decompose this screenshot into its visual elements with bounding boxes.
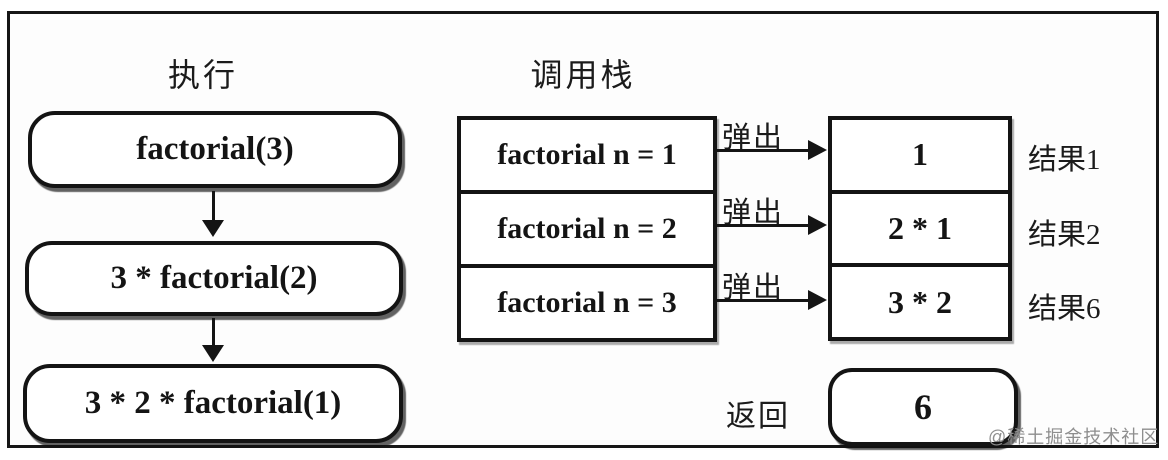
down-arrow-icon [202, 220, 224, 237]
pop-label-1: 弹出 [722, 122, 785, 154]
down-arrow-shaft-2 [212, 318, 215, 347]
right-arrow-icon [808, 290, 827, 310]
pop-arrow-shaft-3 [717, 299, 810, 302]
execution-step-box-2: 3 * factorial(2) [25, 241, 403, 316]
result-label-1: 结果1 [1028, 144, 1101, 176]
result-label-3: 结果6 [1028, 293, 1101, 325]
execution-heading: 执行 [167, 57, 238, 93]
result-value-row-1: 1 [832, 120, 1008, 194]
right-arrow-icon [808, 215, 827, 235]
pop-arrow-shaft-2 [717, 224, 810, 227]
down-arrow-shaft-1 [212, 191, 215, 222]
result-value-text-1: 1 [912, 136, 928, 173]
pop-arrow-shaft-1 [717, 149, 810, 152]
right-arrow-icon [808, 140, 827, 160]
execution-step-box-1: factorial(3) [28, 111, 402, 188]
execution-step-text-2: 3 * factorial(2) [110, 260, 318, 296]
execution-step-text-3: 3 * 2 * factorial(1) [84, 385, 342, 421]
result-label-2: 结果2 [1028, 219, 1101, 251]
call-stack-box: factorial n = 1 factorial n = 2 factoria… [457, 116, 717, 342]
watermark: @稀土掘金技术社区 [988, 427, 1160, 447]
result-value-text-3: 3 * 2 [888, 283, 952, 320]
result-value-row-3: 3 * 2 [832, 267, 1008, 337]
call-stack-frame-row-2: factorial n = 2 [461, 194, 713, 268]
return-label: 返回 [726, 400, 790, 433]
result-value-row-2: 2 * 1 [832, 194, 1008, 268]
return-value-text: 6 [914, 387, 932, 427]
execution-step-box-3: 3 * 2 * factorial(1) [23, 364, 403, 443]
call-stack-frame-text-3: factorial n = 3 [497, 286, 677, 319]
pop-label-3: 弹出 [722, 272, 785, 304]
call-stack-frame-text-2: factorial n = 2 [497, 212, 677, 245]
return-value-box: 6 [828, 368, 1018, 446]
results-box: 1 2 * 1 3 * 2 [828, 116, 1012, 341]
call-stack-frame-row-3: factorial n = 3 [461, 268, 713, 338]
result-value-text-2: 2 * 1 [888, 210, 952, 246]
pop-label-2: 弹出 [722, 197, 785, 229]
diagram-frame: 执行 调用栈 factorial(3) 3 * factorial(2) 3 *… [7, 11, 1159, 448]
call-stack-frame-row-1: factorial n = 1 [461, 120, 713, 194]
down-arrow-icon [202, 345, 224, 362]
execution-step-text-1: factorial(3) [136, 131, 294, 167]
call-stack-frame-text-1: factorial n = 1 [497, 138, 677, 171]
call-stack-heading: 调用栈 [530, 57, 636, 93]
